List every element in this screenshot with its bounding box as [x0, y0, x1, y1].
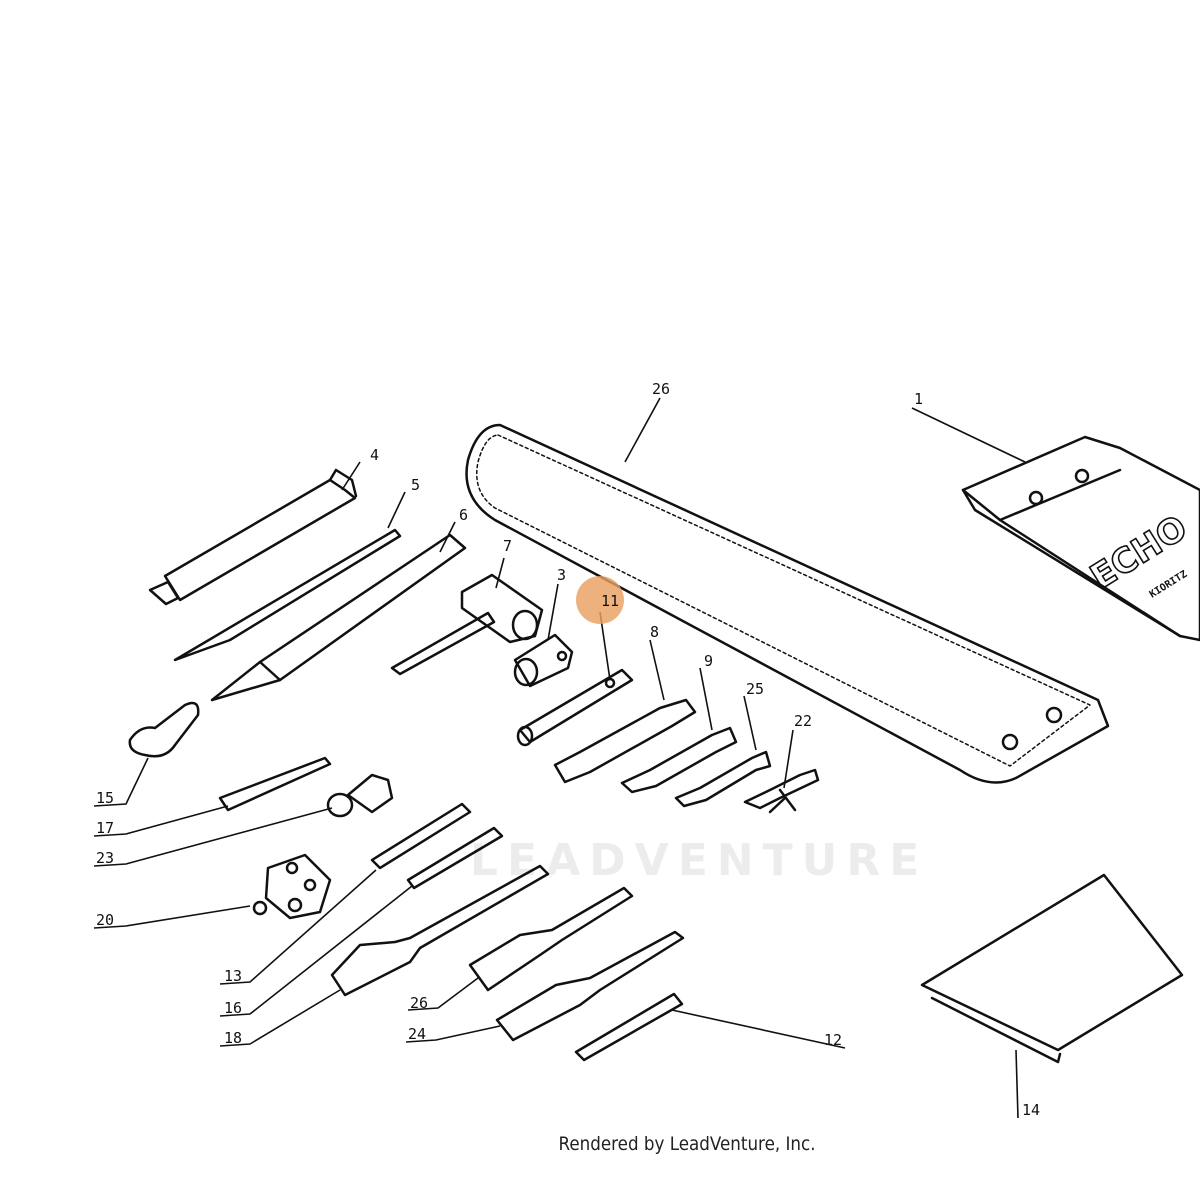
callout-5[interactable]: 5: [411, 476, 420, 494]
callout-26[interactable]: 26: [652, 380, 670, 398]
file-handle: [128, 701, 200, 758]
hex-key-16: [406, 826, 504, 890]
rod: [574, 992, 684, 1062]
file-holder: [148, 468, 358, 606]
callout-14[interactable]: 14: [1022, 1101, 1040, 1119]
callout-26-screwdriver[interactable]: 26: [410, 994, 428, 1012]
callout-3[interactable]: 3: [557, 566, 566, 584]
callout-1[interactable]: 1: [914, 390, 923, 408]
screwdriver-18: [330, 864, 550, 997]
callout-11[interactable]: 11: [601, 592, 619, 610]
callout-13[interactable]: 13: [224, 967, 242, 985]
gauge-tool: [218, 756, 332, 812]
screwdriver-24: [495, 930, 685, 1042]
callout-17[interactable]: 17: [96, 819, 114, 837]
callout-4[interactable]: 4: [370, 446, 379, 464]
callout-15[interactable]: 15: [96, 789, 114, 807]
callout-22[interactable]: 22: [794, 712, 812, 730]
footer-credit-text: Rendered by LeadVenture, Inc.: [558, 1133, 816, 1155]
open-end-wrench-9: [620, 726, 738, 794]
callout-25[interactable]: 25: [746, 680, 764, 698]
callout-6[interactable]: 6: [459, 506, 468, 524]
tool-pouch: [961, 435, 1200, 642]
t-wrench: [390, 573, 544, 676]
callout-8[interactable]: 8: [650, 623, 659, 641]
callout-20[interactable]: 20: [96, 911, 114, 929]
owners-manual: [920, 873, 1184, 1064]
combination-tool: [743, 768, 820, 814]
round-file: [173, 528, 402, 662]
hex-key-13: [370, 802, 472, 870]
socket-wrench: [513, 633, 574, 688]
open-end-wrench-8: [553, 698, 697, 784]
screwdriver-26: [468, 886, 634, 992]
adjuster-knob: [326, 773, 394, 818]
callout-9[interactable]: 9: [704, 652, 713, 670]
open-end-wrench-25: [674, 750, 772, 808]
footer-credit: Rendered by LeadVenture, Inc.: [0, 1133, 1200, 1155]
watermark: LEADVENTURE: [470, 835, 928, 886]
highlighted-callout-marker[interactable]: [576, 576, 624, 624]
callout-23[interactable]: 23: [96, 849, 114, 867]
callout-12[interactable]: 12: [824, 1031, 842, 1049]
guide-bar-cover: [465, 423, 1110, 784]
flywheel-puller: [252, 853, 332, 920]
pouch-subtext: KIORITZ: [1148, 569, 1190, 601]
callout-16[interactable]: 16: [224, 999, 242, 1017]
callout-24[interactable]: 24: [408, 1025, 426, 1043]
callout-7[interactable]: 7: [503, 537, 512, 555]
callout-18[interactable]: 18: [224, 1029, 242, 1047]
flat-file: [210, 533, 467, 702]
